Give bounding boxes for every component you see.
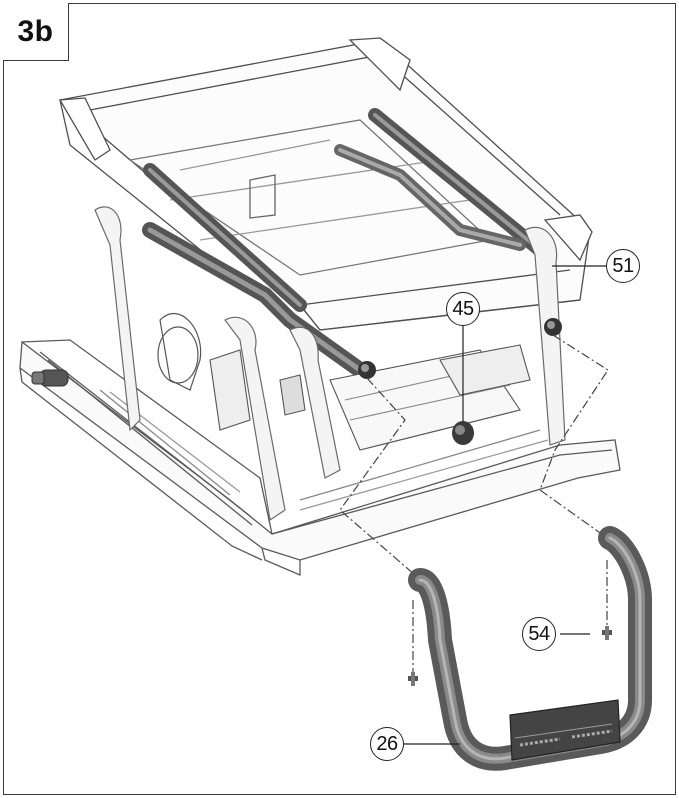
assembly-guide-lines <box>339 334 611 680</box>
screw-icon <box>408 626 612 686</box>
callout-45: 45 <box>446 292 480 326</box>
tube-end-caps <box>358 318 562 379</box>
callout-26: 26 <box>370 727 404 761</box>
callout-leaders <box>403 265 606 745</box>
frame-tubes <box>142 108 547 378</box>
left-foot-knob <box>31 369 69 387</box>
step-number: 3b <box>17 14 54 48</box>
upper-frame <box>58 37 593 331</box>
callout-51: 51 <box>606 249 640 283</box>
callout-54: 54 <box>522 617 556 651</box>
step-label: 3b <box>3 3 69 61</box>
part-45-knob <box>452 421 474 445</box>
stand-legs <box>94 206 566 522</box>
carry-handle-icon <box>408 526 652 771</box>
